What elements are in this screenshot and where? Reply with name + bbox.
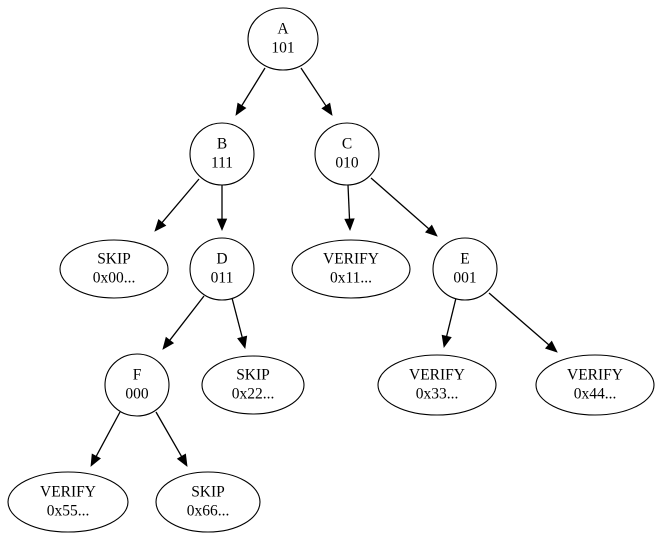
node-label-primary: C <box>342 136 352 153</box>
node-d[interactable]: D 011 <box>189 237 255 301</box>
arrowhead-icon <box>344 218 355 232</box>
node-label-secondary: 000 <box>125 386 149 403</box>
node-label-primary: SKIP <box>191 484 225 501</box>
edge-line <box>370 177 430 230</box>
node-skip-66[interactable]: SKIP 0x66... <box>155 471 261 533</box>
node-e[interactable]: E 001 <box>432 237 498 301</box>
node-a[interactable]: A 101 <box>247 7 319 71</box>
node-label-primary: VERIFY <box>567 367 623 384</box>
edge-line <box>300 67 327 107</box>
node-label-secondary: 0x44... <box>574 386 617 403</box>
edges-layer <box>90 67 558 467</box>
edge-line <box>95 411 121 457</box>
node-label-primary: SKIP <box>236 367 270 384</box>
node-label-secondary: 0x55... <box>47 503 90 520</box>
node-shape-circle <box>189 237 255 301</box>
edge-line <box>155 411 183 457</box>
edge-a-to-c <box>300 67 333 116</box>
arrowhead-icon <box>216 218 228 232</box>
edge-c-to-e <box>370 177 438 237</box>
edge-line <box>347 184 351 220</box>
node-shape-ellipse <box>201 355 305 415</box>
arrowhead-icon <box>321 102 333 116</box>
node-label-secondary: 0x00... <box>93 270 136 287</box>
node-label-secondary: 010 <box>335 155 359 172</box>
node-verify-11[interactable]: VERIFY 0x11... <box>291 239 411 299</box>
node-f[interactable]: F 000 <box>104 353 170 417</box>
node-label-primary: E <box>460 251 469 268</box>
arrowhead-icon <box>441 334 452 349</box>
node-shape-ellipse <box>291 239 411 299</box>
node-label-secondary: 0x66... <box>187 503 230 520</box>
edge-f-to-verify_55 <box>90 411 121 467</box>
node-label-secondary: 101 <box>271 40 294 57</box>
edge-line <box>241 67 266 106</box>
edge-e-to-verify_33 <box>441 297 457 349</box>
node-label-primary: VERIFY <box>323 251 379 268</box>
node-shape-circle <box>189 122 255 186</box>
arrowhead-icon <box>176 453 188 467</box>
node-shape-circle <box>247 7 319 71</box>
node-shape-ellipse <box>535 354 655 416</box>
edge-b-to-d <box>216 185 228 232</box>
node-label-primary: VERIFY <box>40 484 96 501</box>
node-label-secondary: 111 <box>211 155 233 172</box>
node-label-primary: B <box>217 136 227 153</box>
node-shape-circle <box>432 237 498 301</box>
node-shape-ellipse <box>377 354 497 416</box>
node-label-primary: F <box>133 367 142 384</box>
edge-d-to-skip_22 <box>231 297 248 350</box>
arrowhead-icon <box>425 224 438 237</box>
node-c[interactable]: C 010 <box>314 122 380 186</box>
edge-c-to-verify_11 <box>344 184 355 232</box>
node-label-secondary: 001 <box>453 270 476 287</box>
node-shape-ellipse <box>155 471 261 533</box>
edge-a-to-b <box>235 67 266 116</box>
node-skip-00[interactable]: SKIP 0x00... <box>59 239 169 299</box>
nodes-layer: A101B111C010SKIP0x00...D011VERIFY0x11...… <box>7 7 655 533</box>
node-label-primary: A <box>277 21 289 38</box>
node-verify-44[interactable]: VERIFY 0x44... <box>535 354 655 416</box>
node-label-primary: VERIFY <box>409 367 465 384</box>
node-verify-33[interactable]: VERIFY 0x33... <box>377 354 497 416</box>
arrowhead-icon <box>544 340 558 353</box>
edge-d-to-f <box>162 295 205 350</box>
node-label-primary: SKIP <box>97 251 131 268</box>
node-label-secondary: 0x11... <box>330 270 372 287</box>
arrowhead-icon <box>90 453 101 467</box>
edge-line <box>161 178 200 224</box>
node-label-secondary: 0x22... <box>232 386 275 403</box>
node-b[interactable]: B 111 <box>189 122 255 186</box>
edge-e-to-verify_44 <box>488 292 558 353</box>
arrowhead-icon <box>237 335 248 350</box>
node-verify-55[interactable]: VERIFY 0x55... <box>7 471 129 533</box>
node-label-primary: D <box>216 251 227 268</box>
edge-b-to-skip_00 <box>154 178 200 232</box>
edge-line <box>445 297 457 337</box>
arrowhead-icon <box>235 102 247 116</box>
node-shape-ellipse <box>7 471 129 533</box>
node-shape-circle <box>104 353 170 417</box>
node-label-secondary: 0x33... <box>416 386 459 403</box>
edge-line <box>488 292 550 346</box>
arrowhead-icon <box>162 336 175 350</box>
node-shape-ellipse <box>59 239 169 299</box>
edge-line <box>231 297 243 338</box>
node-label-secondary: 011 <box>211 270 234 287</box>
arrowhead-icon <box>154 218 167 232</box>
node-shape-circle <box>314 122 380 186</box>
edge-line <box>169 295 205 341</box>
node-skip-22[interactable]: SKIP 0x22... <box>201 355 305 415</box>
edge-f-to-skip_66 <box>155 411 188 467</box>
